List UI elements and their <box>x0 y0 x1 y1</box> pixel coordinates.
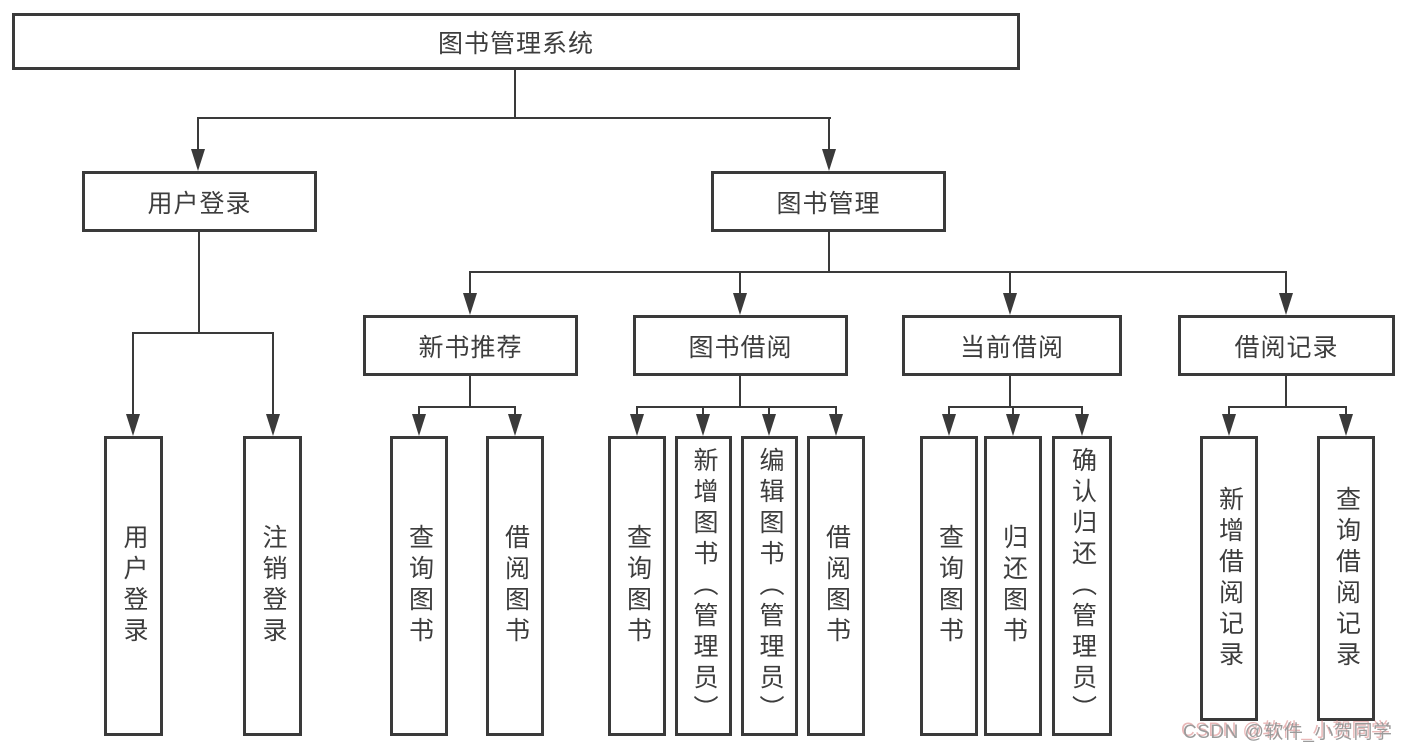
connector-line <box>1081 406 1083 416</box>
connector-line <box>1009 375 1011 407</box>
node-label: 借阅记录 <box>1234 333 1339 362</box>
leaf-label: 查询借阅记录 <box>1332 485 1361 672</box>
connector-line <box>418 406 420 416</box>
arrowhead-down-icon <box>126 414 140 436</box>
leaf-label: 查询图书 <box>405 524 434 648</box>
leaf-confirm-return-admin: 确认归还（管理员） <box>1052 436 1112 736</box>
node-user-login: 用户登录 <box>82 171 317 232</box>
arrowhead-down-icon <box>1006 414 1020 436</box>
leaf-label: 编辑图书（管理员） <box>756 446 784 726</box>
leaf-label: 用户登录 <box>120 524 148 648</box>
connector-line <box>636 406 837 408</box>
node-label: 用户登录 <box>147 189 252 218</box>
connector-line <box>469 271 1287 273</box>
connector-line <box>272 332 274 414</box>
watermark: CSDN @软件_小贺同学 <box>1183 722 1393 743</box>
arrowhead-down-icon <box>508 414 522 436</box>
arrowhead-down-icon <box>1075 414 1089 436</box>
leaf-add-borrow-record: 新增借阅记录 <box>1200 436 1258 721</box>
leaf-label: 新增借阅记录 <box>1215 485 1244 672</box>
connector-line <box>828 117 830 151</box>
connector-line <box>1285 271 1287 294</box>
node-label: 图书借阅 <box>688 333 793 362</box>
leaf-label: 注销登录 <box>259 524 287 648</box>
leaf-add-book-admin: 新增图书（管理员） <box>675 436 732 736</box>
leaf-borrow-books: 借阅图书 <box>807 436 865 736</box>
connector-line <box>702 406 704 416</box>
arrowhead-down-icon <box>822 149 836 171</box>
arrowhead-down-icon <box>942 414 956 436</box>
arrowhead-down-icon <box>463 293 477 315</box>
arrowhead-down-icon <box>762 414 776 436</box>
connector-line <box>418 406 516 408</box>
arrowhead-down-icon <box>191 149 205 171</box>
node-book-borrowing: 图书借阅 <box>633 315 848 376</box>
connector-line <box>1009 271 1011 294</box>
connector-line <box>768 406 770 416</box>
connector-line <box>1285 375 1287 407</box>
connector-line <box>197 117 199 151</box>
node-label: 当前借阅 <box>959 333 1064 362</box>
leaf-user-login: 用户登录 <box>104 436 163 736</box>
connector-line <box>132 332 274 334</box>
leaf-query-books-borrow: 查询图书 <box>608 436 666 736</box>
leaf-label: 确认归还（管理员） <box>1068 446 1097 726</box>
arrowhead-down-icon <box>266 414 280 436</box>
connector-line <box>469 271 471 294</box>
node-label: 图书管理 <box>776 189 881 218</box>
leaf-query-books-recommend: 查询图书 <box>390 436 448 736</box>
leaf-label: 查询图书 <box>935 524 964 648</box>
arrowhead-down-icon <box>733 293 747 315</box>
connector-line <box>948 406 1083 408</box>
arrowhead-down-icon <box>1339 414 1353 436</box>
connector-line <box>739 271 741 294</box>
leaf-return-book: 归还图书 <box>984 436 1042 736</box>
connector-line <box>948 406 950 416</box>
leaf-logout: 注销登录 <box>243 436 302 736</box>
arrowhead-down-icon <box>1222 414 1236 436</box>
leaf-query-borrow-record: 查询借阅记录 <box>1317 436 1375 721</box>
node-new-book-recommendation: 新书推荐 <box>363 315 578 376</box>
connector-line <box>198 231 200 333</box>
node-library-system: 图书管理系统 <box>12 13 1020 70</box>
node-label: 图书管理系统 <box>437 29 594 58</box>
leaf-borrow-books-recommend: 借阅图书 <box>486 436 544 736</box>
connector-line <box>1012 406 1014 416</box>
leaf-label: 查询图书 <box>623 524 652 648</box>
arrowhead-down-icon <box>696 414 710 436</box>
connector-line <box>1228 406 1347 408</box>
arrowhead-down-icon <box>829 414 843 436</box>
connector-line <box>514 406 516 416</box>
connector-line <box>1345 406 1347 416</box>
connector-line <box>636 406 638 416</box>
leaf-label: 借阅图书 <box>822 524 851 648</box>
connector-line <box>739 375 741 407</box>
connector-line <box>197 117 831 119</box>
connector-line <box>828 231 830 272</box>
node-book-management: 图书管理 <box>711 171 946 232</box>
leaf-query-books-current: 查询图书 <box>920 436 978 736</box>
connector-line <box>469 375 471 407</box>
node-label: 新书推荐 <box>418 333 523 362</box>
connector-line <box>835 406 837 416</box>
arrowhead-down-icon <box>412 414 426 436</box>
node-borrowing-records: 借阅记录 <box>1178 315 1395 376</box>
connector-line <box>132 332 134 414</box>
connector-line <box>1228 406 1230 416</box>
leaf-edit-book-admin: 编辑图书（管理员） <box>741 436 798 736</box>
arrowhead-down-icon <box>1279 293 1293 315</box>
leaf-label: 借阅图书 <box>501 524 530 648</box>
connector-line <box>514 69 516 119</box>
arrowhead-down-icon <box>1003 293 1017 315</box>
leaf-label: 归还图书 <box>999 524 1028 648</box>
leaf-label: 新增图书（管理员） <box>690 446 718 726</box>
node-current-borrowing: 当前借阅 <box>902 315 1122 376</box>
arrowhead-down-icon <box>630 414 644 436</box>
